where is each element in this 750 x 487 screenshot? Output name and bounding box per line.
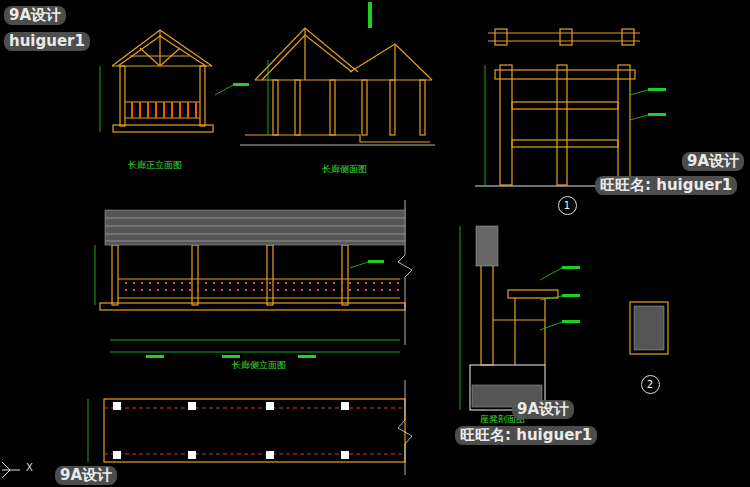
view-title: 长廊侧面图 <box>322 164 367 174</box>
callout-number: 2 <box>647 379 653 390</box>
watermark: 9A设计 <box>4 6 66 25</box>
view-title: 长廊侧立面图 <box>232 360 286 370</box>
watermark: 旺旺名: huiguer1 <box>455 426 597 445</box>
callout-circle: 2 <box>641 375 660 394</box>
watermark: 9A设计 <box>682 152 744 171</box>
watermark: 旺旺名: huiguer1 <box>595 176 737 195</box>
view-title: 长廊正立面图 <box>128 160 182 170</box>
watermark: huiguer1 <box>4 32 90 51</box>
axis-label: X <box>26 462 33 474</box>
callout-number: 1 <box>564 200 570 211</box>
watermark: 9A设计 <box>512 400 574 419</box>
watermark: 9A设计 <box>55 466 117 485</box>
callout-circle: 1 <box>558 196 577 215</box>
